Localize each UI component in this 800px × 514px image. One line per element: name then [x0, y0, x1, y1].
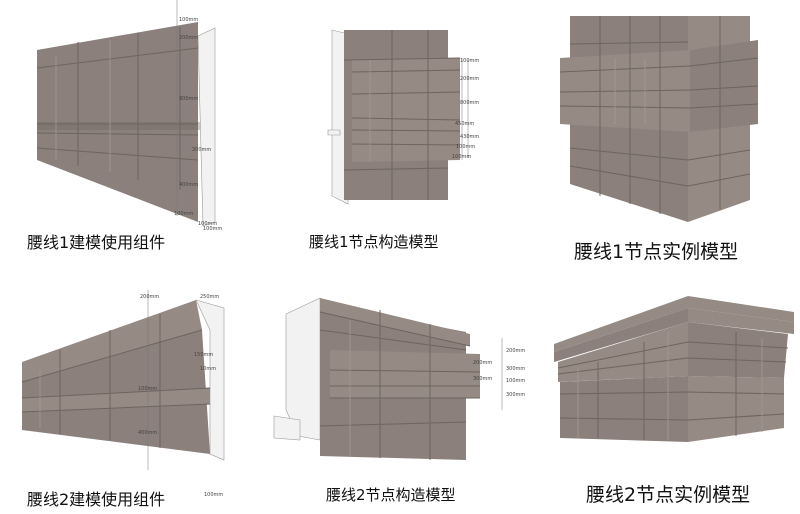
dim-label: 430mm	[460, 134, 479, 140]
panel-4-component: 200mm 250mm 150mm 10mm 100mm 400mm 100mm…	[0, 270, 260, 514]
panel-2-drawing: 100mm 200mm 800mm 450mm 430mm 100mm 100m…	[327, 29, 479, 205]
panel-4-drawing: 200mm 250mm 150mm 10mm 100mm 400mm 100mm	[21, 290, 225, 498]
dim-label: 100mm	[506, 378, 525, 384]
panel-1-component: 100mm 200mm 800mm 200mm 400mm 100mm 100m…	[0, 0, 260, 252]
panel-5-caption: 腰线2节点构造模型	[326, 486, 456, 504]
panel-5-construction: 200mm 200mm 300mm 300mm 100mm 300mm 腰线2节…	[270, 290, 540, 514]
dim-label: 200mm	[506, 348, 525, 354]
panel-2-caption: 腰线1节点构造模型	[309, 233, 439, 251]
dim-label: 200mm	[140, 294, 159, 300]
dim-label: 10mm	[200, 366, 216, 372]
dim-label: 800mm	[179, 96, 198, 102]
dim-label: 200mm	[460, 76, 479, 82]
dim-label: 200mm	[192, 147, 211, 153]
dim-label: 100mm	[179, 17, 198, 23]
dim-label: 100mm	[203, 226, 222, 232]
panel-2-construction: 100mm 200mm 800mm 450mm 430mm 100mm 100m…	[300, 0, 500, 251]
dim-label: 100mm	[452, 154, 471, 160]
dim-label: 150mm	[194, 352, 213, 358]
panel-4-caption: 腰线2建模使用组件	[27, 490, 166, 509]
panel-5-drawing: 200mm 200mm 300mm 300mm 100mm 300mm	[273, 297, 525, 460]
panel-3-drawing	[559, 16, 759, 222]
panel-6-instance: 腰线2节点实例模型	[548, 282, 800, 514]
dim-label: 400mm	[138, 430, 157, 436]
dim-label: 200mm	[179, 35, 198, 41]
panel-6-caption: 腰线2节点实例模型	[586, 484, 751, 506]
panel-3-instance: 腰线1节点实例模型	[559, 0, 800, 263]
dim-label: 300mm	[506, 392, 525, 398]
panel-1-drawing: 100mm 200mm 800mm 200mm 400mm 100mm 100m…	[36, 0, 222, 232]
dim-label: 100mm	[460, 58, 479, 64]
dim-label: 250mm	[200, 294, 219, 300]
dim-label: 100mm	[174, 211, 193, 217]
dim-label: 200mm	[473, 360, 492, 366]
dim-label: 100mm	[204, 492, 223, 498]
dim-label: 300mm	[473, 376, 492, 382]
panel-1-caption: 腰线1建模使用组件	[27, 233, 166, 252]
dim-label: 400mm	[179, 182, 198, 188]
dim-label: 800mm	[460, 100, 479, 106]
dim-label: 450mm	[455, 121, 474, 127]
dim-label: 100mm	[456, 144, 475, 150]
dim-label: 300mm	[506, 366, 525, 372]
dim-label: 100mm	[198, 221, 217, 227]
panel-3-caption: 腰线1节点实例模型	[574, 241, 739, 263]
panel-6-drawing	[554, 296, 794, 442]
dim-label: 100mm	[138, 386, 157, 392]
